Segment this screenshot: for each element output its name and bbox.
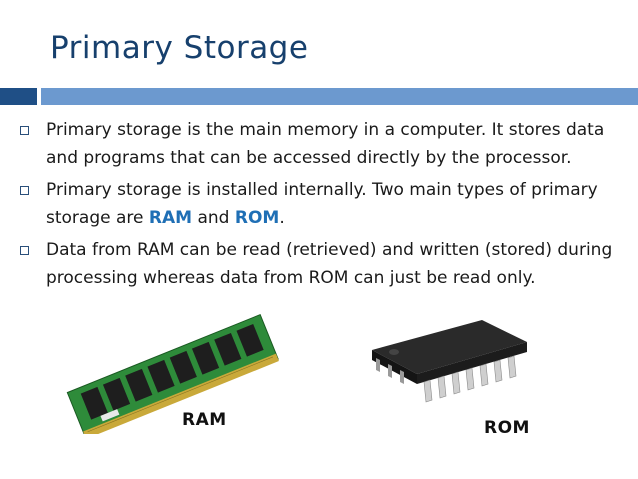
ram-label: RAM bbox=[182, 410, 227, 430]
bullet-text: Data from RAM can be read (retrieved) an… bbox=[46, 240, 613, 288]
title-bar-right bbox=[41, 88, 638, 105]
square-bullet-icon bbox=[20, 246, 29, 255]
bullet-text-pre: Primary storage is installed internally.… bbox=[46, 180, 598, 228]
bullet-item: Primary storage is installed internally.… bbox=[20, 176, 625, 232]
bullet-list: Primary storage is the main memory in a … bbox=[20, 116, 625, 296]
rom-highlight: ROM bbox=[234, 208, 280, 228]
title-bar-left bbox=[0, 88, 37, 105]
square-bullet-icon bbox=[20, 126, 29, 135]
rom-chip-image bbox=[372, 320, 527, 403]
rom-label: ROM bbox=[484, 418, 530, 438]
bullet-item: Data from RAM can be read (retrieved) an… bbox=[20, 236, 625, 292]
bullet-text: Primary storage is installed internally.… bbox=[46, 176, 625, 232]
ram-highlight: RAM bbox=[148, 208, 193, 228]
bullet-text-post: . bbox=[279, 208, 285, 228]
square-bullet-icon bbox=[20, 186, 29, 195]
bullet-text: Primary storage is the main memory in a … bbox=[46, 120, 605, 168]
ram-module-image bbox=[66, 314, 279, 434]
bullet-text-mid: and bbox=[192, 208, 235, 228]
slide-title: Primary Storage bbox=[50, 30, 309, 66]
bullet-item: Primary storage is the main memory in a … bbox=[20, 116, 625, 172]
